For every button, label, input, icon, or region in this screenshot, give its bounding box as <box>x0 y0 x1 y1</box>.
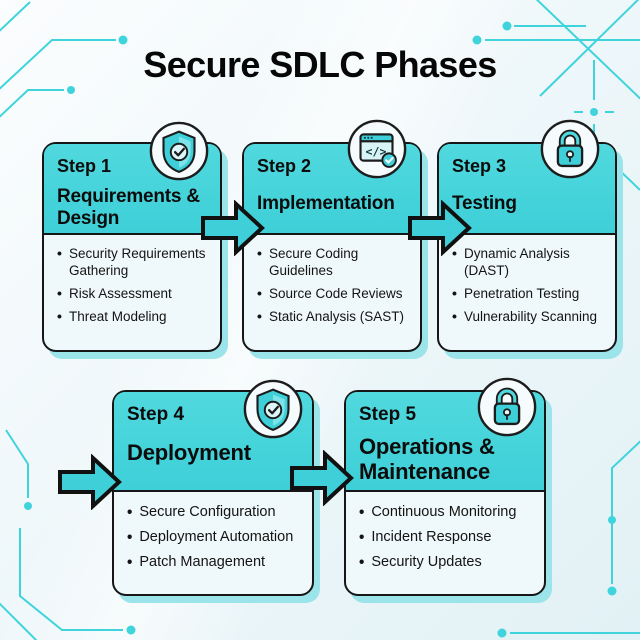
bullet-item: Dynamic Analysis (DAST) <box>452 246 605 280</box>
padlock-icon <box>476 376 538 438</box>
code-window-check-icon: </> <box>346 118 408 180</box>
phase-card-step1: Step 1 Requirements & Design Security Re… <box>42 121 222 352</box>
bullet-item: Penetration Testing <box>452 286 605 304</box>
shield-check-icon <box>242 378 304 440</box>
bullet-item: Patch Management <box>127 553 302 572</box>
svg-text:</>: </> <box>366 144 387 158</box>
bullet-item: Secure Configuration <box>127 503 302 522</box>
bullet-item: Security Requirements Gathering <box>57 246 210 280</box>
bullet-item: Deployment Automation <box>127 528 302 547</box>
step-label: Step 3 <box>452 156 507 176</box>
flow-arrow-step4-step5-icon <box>290 450 354 506</box>
bullet-item: Source Code Reviews <box>257 286 410 304</box>
card-title: Deployment <box>127 440 251 465</box>
card-header: Step 5 Operations & Maintenance <box>346 392 544 492</box>
bullet-list: Secure Coding Guidelines Source Code Rev… <box>244 235 420 341</box>
phase-card-step3: Step 3 Testing Dynamic Analysis (DAST) P… <box>437 119 617 352</box>
card-title: Implementation <box>257 193 395 214</box>
bullet-item: Vulnerability Scanning <box>452 309 605 327</box>
flow-arrow-step1-step2-icon <box>201 200 265 256</box>
bullet-list: Continuous Monitoring Incident Response … <box>346 492 544 586</box>
step-label: Step 4 <box>127 404 185 425</box>
phase-card-step5: Step 5 Operations & Maintenance Continuo… <box>344 377 546 596</box>
step-label: Step 2 <box>257 156 312 176</box>
bullet-item: Threat Modeling <box>57 309 210 327</box>
phase-card-step2: </> Step 2 Implementation Secure Coding … <box>242 119 422 352</box>
bullet-list: Dynamic Analysis (DAST) Penetration Test… <box>439 235 615 341</box>
page-title: Secure SDLC Phases <box>143 44 497 85</box>
bullet-item: Secure Coding Guidelines <box>257 246 410 280</box>
bullet-item: Risk Assessment <box>57 286 210 304</box>
bullet-item: Incident Response <box>359 528 534 547</box>
shield-check-icon <box>148 120 210 182</box>
card-title: Requirements & Design <box>57 186 200 229</box>
step-label: Step 5 <box>359 404 417 425</box>
card-title: Testing <box>452 193 517 214</box>
phase-card-step4: Step 4 Deployment Secure Configuration D… <box>112 379 314 596</box>
card-title: Operations & Maintenance <box>359 434 495 485</box>
bullet-item: Security Updates <box>359 553 534 572</box>
flow-arrow-step2-step3-icon <box>408 200 472 256</box>
padlock-icon <box>539 118 601 180</box>
bullet-list: Secure Configuration Deployment Automati… <box>114 492 312 586</box>
flow-arrow-into-step4-icon <box>58 454 122 510</box>
bullet-list: Security Requirements Gathering Risk Ass… <box>44 235 220 341</box>
bullet-item: Continuous Monitoring <box>359 503 534 522</box>
step-label: Step 1 <box>57 156 112 176</box>
bullet-item: Static Analysis (SAST) <box>257 309 410 327</box>
